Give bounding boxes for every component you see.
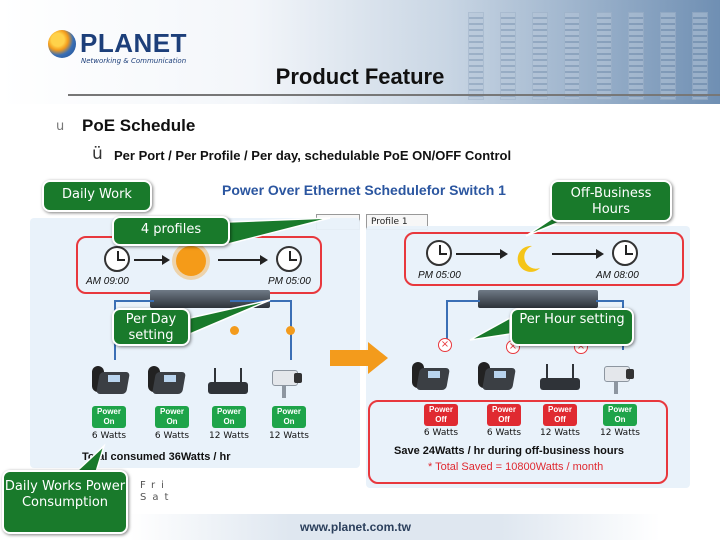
callout-per-hour: Per Hour setting [510,308,634,346]
arrow-line [552,253,598,255]
arrow-right-icon [500,249,508,259]
power-status-badge: Power On [212,406,246,428]
sub-bullet-text: Per Port / Per Profile / Per day, schedu… [114,148,512,163]
callout-daily-consumption: Daily Works Power Consumption [2,470,128,534]
end-time: PM 05:00 [268,276,311,287]
cable [596,300,624,302]
transition-arrow-head [368,342,388,374]
transition-arrow [330,350,370,366]
power-status-badge: Power Off [543,404,577,426]
cable [230,300,290,302]
device-watts: 6 Watts [91,431,127,441]
device-watts: 6 Watts [423,428,459,438]
footer-url: www.planet.com.tw [300,520,411,534]
arrow-right-icon [260,255,268,265]
device-watts: 6 Watts [154,431,190,441]
power-status-badge: Power On [603,404,637,426]
footer-bar [130,514,660,540]
ip-phone-icon [148,360,188,396]
server-rack-image [532,12,548,100]
poe-switch [478,290,598,308]
callout-daily-work: Daily Work [42,180,152,212]
access-point-icon [540,364,580,394]
ip-phone-icon [92,360,132,396]
device-watts: 12 Watts [269,431,309,441]
power-status-badge: Power Off [424,404,458,426]
savings-box [368,400,668,484]
ip-camera-icon [600,360,636,396]
arrow-right-icon [596,249,604,259]
arrow-line [218,259,262,261]
access-point-icon [208,368,248,398]
total-saved: * Total Saved = 10800Watts / month [428,461,604,473]
sun-icon [176,246,206,276]
callout-per-day: Per Day setting [112,308,190,346]
clock-icon [426,240,452,266]
moon-icon [517,245,540,272]
cable [446,300,448,350]
clock-icon [276,246,302,272]
device-watts: 12 Watts [209,431,249,441]
globe-icon [48,30,76,58]
clock-icon [104,246,130,272]
device-watts: 12 Watts [540,428,580,438]
power-status-badge: Power On [272,406,306,428]
planet-logo: PLANET Networking & Communication [48,28,187,68]
logo-wordmark: PLANET [80,28,187,58]
server-rack-image [500,12,516,100]
callout-profiles: 4 profiles [112,216,230,246]
end-time: AM 08:00 [596,270,639,281]
cable [446,300,480,302]
cable [114,300,154,302]
port-node [230,326,239,335]
port-node [286,326,295,335]
device-watts: 6 Watts [486,428,522,438]
power-status-badge: Power On [92,406,126,428]
server-rack-image [468,12,484,100]
poe-switch [150,290,270,308]
power-status-badge: Power On [155,406,189,428]
callout-off-business-hours: Off-Business Hours [550,180,672,222]
arrow-line [134,259,164,261]
server-rack-image [564,12,580,100]
server-rack-image [660,12,676,100]
schedule-row-sat: Sat [140,492,174,503]
total-consumed: Total consumed 36Watts / hr [82,451,231,463]
start-time: AM 09:00 [86,276,129,287]
ip-camera-icon [268,364,304,400]
port-off-icon: × [438,338,452,352]
ip-phone-icon [478,356,518,392]
save-per-hour: Save 24Watts / hr during off-business ho… [394,445,625,457]
checkmark-icon: ü [92,144,103,164]
schedule-row-fri: Fri [140,480,170,491]
page-title: Product Feature [275,64,445,89]
schedule-row-label: Fri [140,480,170,491]
power-status-badge: Power Off [487,404,521,426]
bullet-text: PoE Schedule [82,116,196,135]
schedule-row-label: Sat [140,492,175,503]
screenshot-title: Power Over Ethernet Schedulefor Switch 1 [222,182,506,198]
start-time: PM 05:00 [418,270,461,281]
title-divider [68,94,720,96]
logo-tagline: Networking & Communication [81,57,187,65]
server-rack-image [628,12,644,100]
server-rack-image [596,12,612,100]
device-watts: 12 Watts [600,428,640,438]
bullet-icon: u [56,119,65,134]
ip-phone-icon [412,356,452,392]
arrow-right-icon [162,255,170,265]
arrow-line [456,253,502,255]
server-rack-image [692,12,708,100]
clock-icon [612,240,638,266]
header-banner [0,0,720,104]
